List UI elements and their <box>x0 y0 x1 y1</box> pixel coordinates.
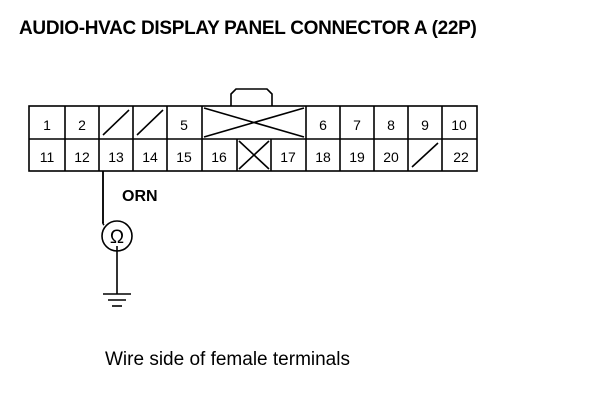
pin-label: 19 <box>349 149 365 165</box>
pin-label: 10 <box>451 117 467 133</box>
ohmmeter-icon <box>101 220 133 252</box>
pin-label: 16 <box>211 149 227 165</box>
empty-cavity-mark <box>102 109 130 136</box>
pin-label: 2 <box>78 117 86 133</box>
pin-label: 7 <box>353 117 361 133</box>
connector-latch <box>230 88 273 106</box>
pin-label: 20 <box>383 149 399 165</box>
blocked-cavity-mark <box>203 107 305 138</box>
pin-label: 8 <box>387 117 395 133</box>
pin-label: 12 <box>74 149 90 165</box>
pin-label: 1 <box>43 117 51 133</box>
pin-label: 15 <box>176 149 192 165</box>
ohm-symbol: Ω <box>110 227 124 248</box>
diagram-title: AUDIO-HVAC DISPLAY PANEL CONNECTOR A (22… <box>19 18 477 39</box>
pin-label: 22 <box>453 149 469 165</box>
ground-icon <box>103 293 131 307</box>
pin-label: 9 <box>421 117 429 133</box>
empty-cavity-mark <box>411 142 439 168</box>
pin-label: 13 <box>108 149 124 165</box>
empty-cavity-mark <box>136 109 164 136</box>
pin-label: 11 <box>40 149 55 165</box>
caption: Wire side of female terminals <box>105 349 350 370</box>
wire-color-label: ORN <box>122 188 158 205</box>
pin-label: 14 <box>142 149 158 165</box>
pin-label: 17 <box>280 149 296 165</box>
pin-label: 5 <box>180 117 188 133</box>
pin-label: 18 <box>315 149 331 165</box>
blocked-cavity-mark <box>238 140 270 170</box>
pin-label: 6 <box>319 117 327 133</box>
